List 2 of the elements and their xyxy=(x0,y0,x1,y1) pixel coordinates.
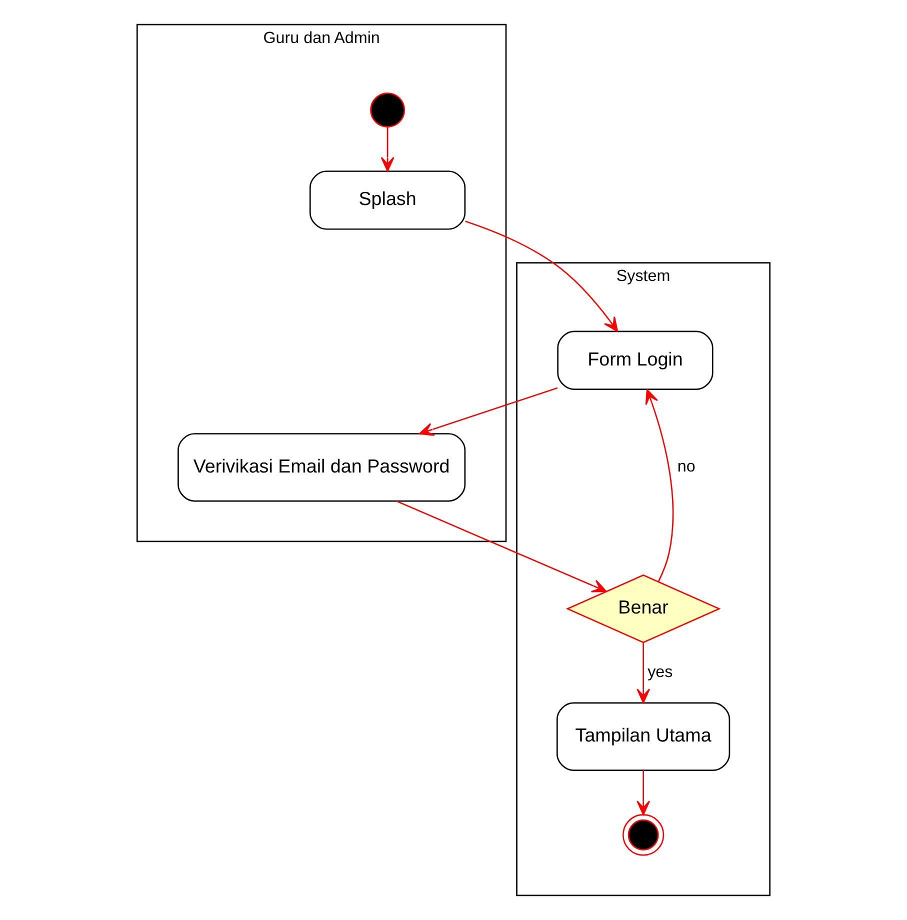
edge-label: yes xyxy=(648,662,673,681)
edge-label: no xyxy=(677,458,696,476)
